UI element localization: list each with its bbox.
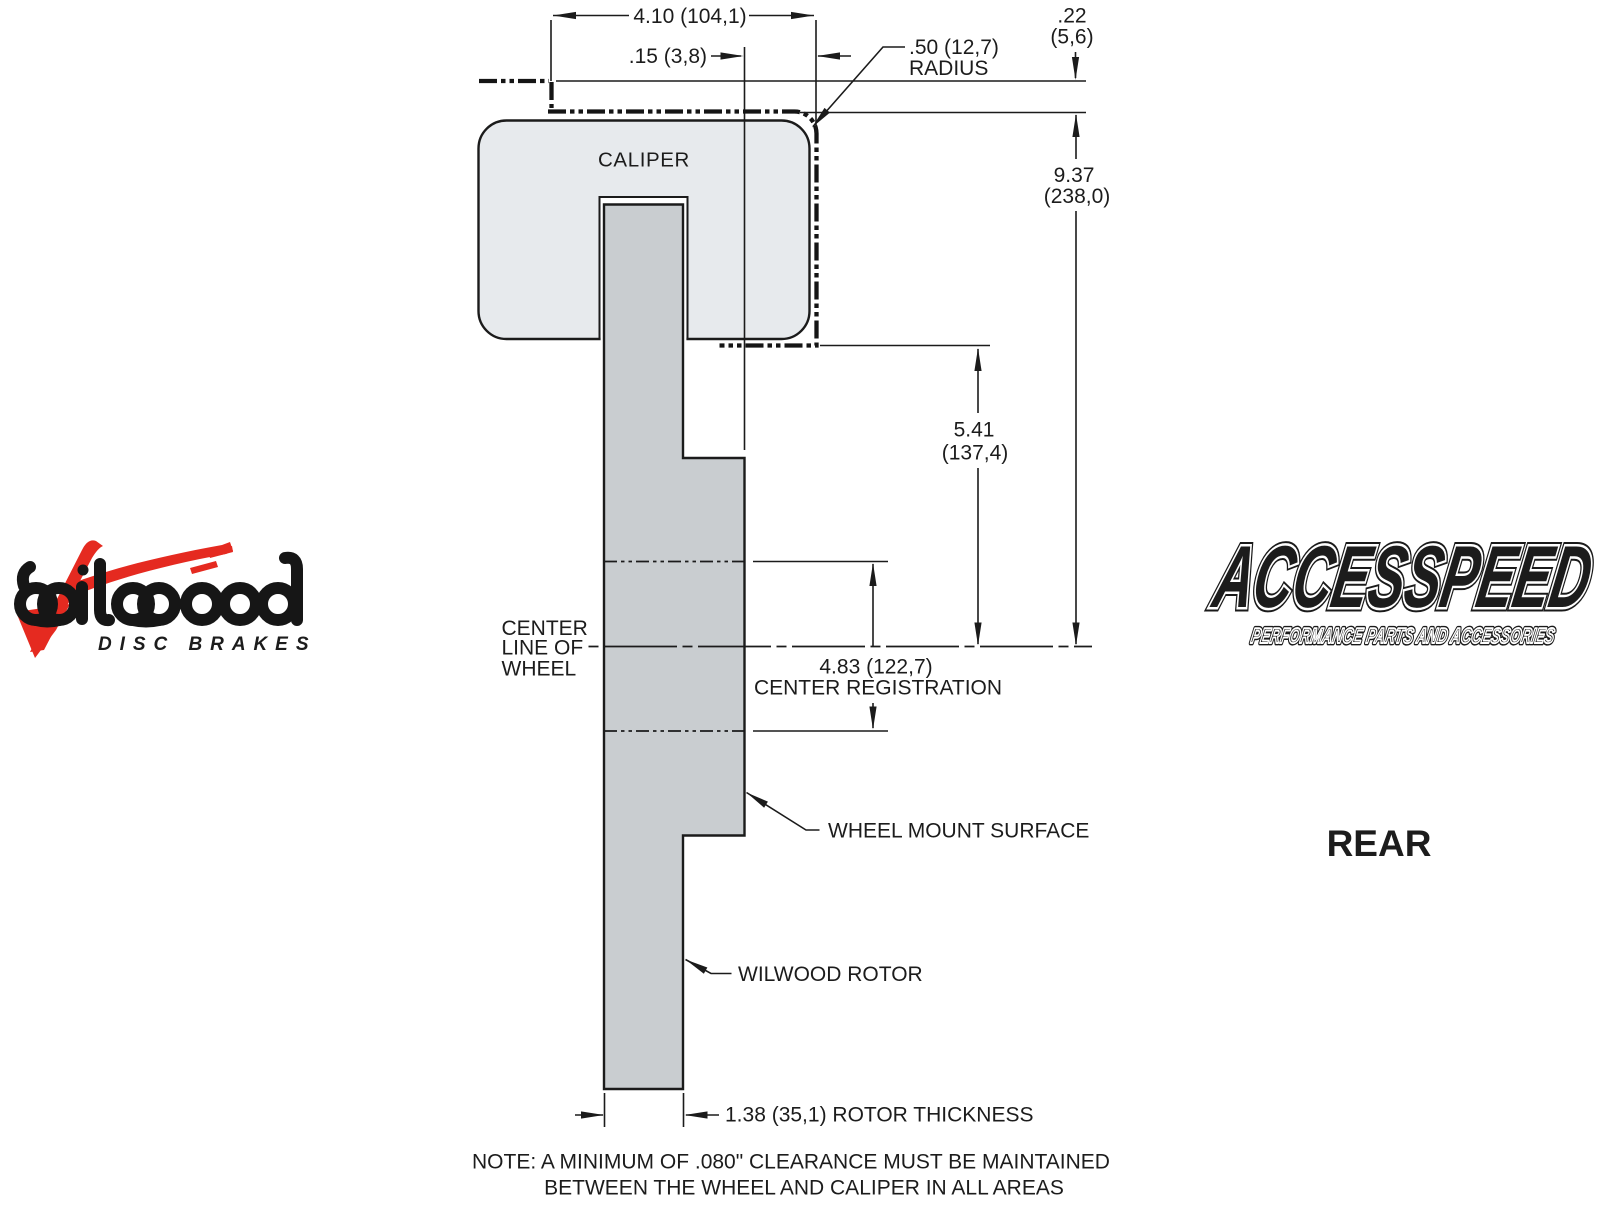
svg-text:.22: .22	[1057, 5, 1086, 28]
svg-text:(137,4): (137,4)	[942, 442, 1009, 465]
svg-text:CENTER: CENTER	[502, 617, 588, 640]
svg-text:(238,0): (238,0)	[1044, 185, 1111, 208]
svg-text:.50 (12,7): .50 (12,7)	[909, 36, 999, 59]
svg-text:PERFORMANCE PARTS AND ACCESSOR: PERFORMANCE PARTS AND ACCESSORIES	[1249, 623, 1557, 648]
svg-text:1.38 (35,1) ROTOR THICKNESS: 1.38 (35,1) ROTOR THICKNESS	[725, 1104, 1034, 1127]
svg-text:ACCESSPEED: ACCESSPEED	[1206, 528, 1600, 626]
svg-text:.15 (3,8): .15 (3,8)	[629, 45, 707, 68]
svg-text:(5,6): (5,6)	[1050, 26, 1093, 49]
svg-text:PERFORMANCE PARTS AND ACCESSOR: PERFORMANCE PARTS AND ACCESSORIES	[1249, 623, 1557, 648]
svg-text:ACCESSPEED: ACCESSPEED	[1206, 528, 1600, 626]
svg-text:REAR: REAR	[1327, 823, 1432, 864]
svg-text:LINE OF: LINE OF	[502, 637, 584, 660]
svg-text:CALIPER: CALIPER	[598, 149, 690, 172]
svg-text:WHEEL MOUNT SURFACE: WHEEL MOUNT SURFACE	[828, 820, 1089, 843]
svg-text:5.41: 5.41	[954, 419, 995, 442]
svg-text:CENTER REGISTRATION: CENTER REGISTRATION	[754, 677, 1002, 700]
svg-text:4.10 (104,1): 4.10 (104,1)	[633, 5, 746, 28]
svg-text:WHEEL: WHEEL	[502, 658, 577, 681]
svg-text:4.83 (122,7): 4.83 (122,7)	[819, 656, 932, 679]
svg-text:BETWEEN THE WHEEL AND CALIPER: BETWEEN THE WHEEL AND CALIPER IN ALL ARE…	[544, 1177, 1064, 1200]
svg-text:NOTE: A MINIMUM OF .080" CLEAR: NOTE: A MINIMUM OF .080" CLEARANCE MUST …	[472, 1151, 1110, 1174]
svg-text:ACCESSPEED: ACCESSPEED	[1206, 528, 1600, 626]
svg-text:WILWOOD ROTOR: WILWOOD ROTOR	[738, 963, 923, 986]
svg-text:9.37: 9.37	[1054, 164, 1095, 187]
svg-text:RADIUS: RADIUS	[909, 57, 988, 80]
